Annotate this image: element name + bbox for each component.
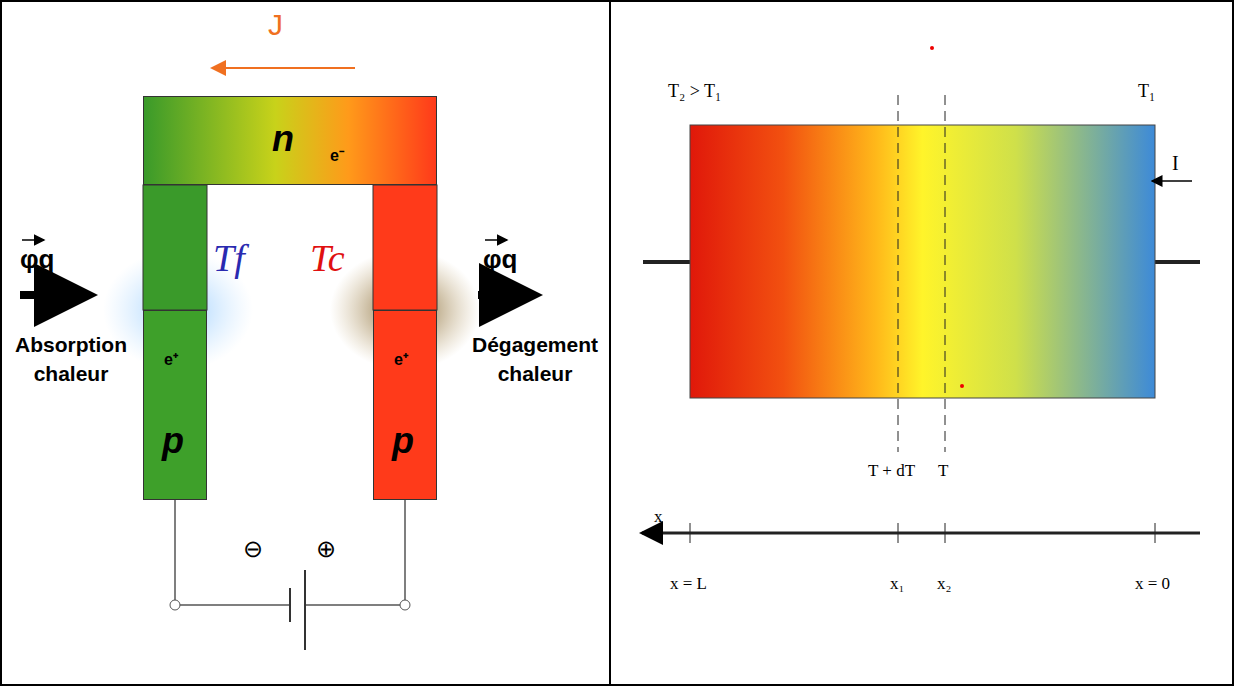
- p-semiconductor: e⁺ p: [143, 310, 207, 500]
- temperature-label: T₁: [1138, 82, 1155, 102]
- polarity-sign: ⊖: [243, 536, 263, 562]
- heat-flux-symbol: φq: [20, 245, 54, 274]
- current-label: J: [268, 8, 283, 41]
- carrier-label: p: [162, 421, 184, 461]
- material-letter: n: [272, 119, 294, 159]
- heat-label: Absorption chaleur: [6, 330, 136, 389]
- carrier-label: e⁻: [330, 147, 344, 165]
- heat-label: Dégagement chaleur: [470, 330, 600, 389]
- temperature-label: T₂ > T₁: [668, 82, 721, 102]
- position-label: x = 0: [1135, 575, 1170, 594]
- position-label: x = L: [670, 575, 707, 594]
- position-label: x₁: [890, 575, 904, 594]
- temperature-label: Tc: [310, 238, 345, 280]
- carrier-label: e⁺: [394, 351, 408, 369]
- position-label: x₂: [937, 575, 951, 594]
- axis-label: x: [654, 508, 663, 527]
- temperature-label: T + dT: [868, 462, 915, 481]
- carrier-label: p: [392, 421, 414, 461]
- temperature-label: T: [938, 462, 948, 481]
- p-semiconductor: e⁺ p: [373, 310, 437, 500]
- current-label: I: [1172, 152, 1179, 174]
- carrier-label: e⁺: [164, 351, 178, 369]
- heat-flux-symbol: φq: [483, 245, 517, 274]
- n-semiconductor: n e⁻: [143, 96, 437, 185]
- polarity-sign: ⊕: [316, 536, 336, 562]
- temperature-label: Tf: [213, 238, 245, 280]
